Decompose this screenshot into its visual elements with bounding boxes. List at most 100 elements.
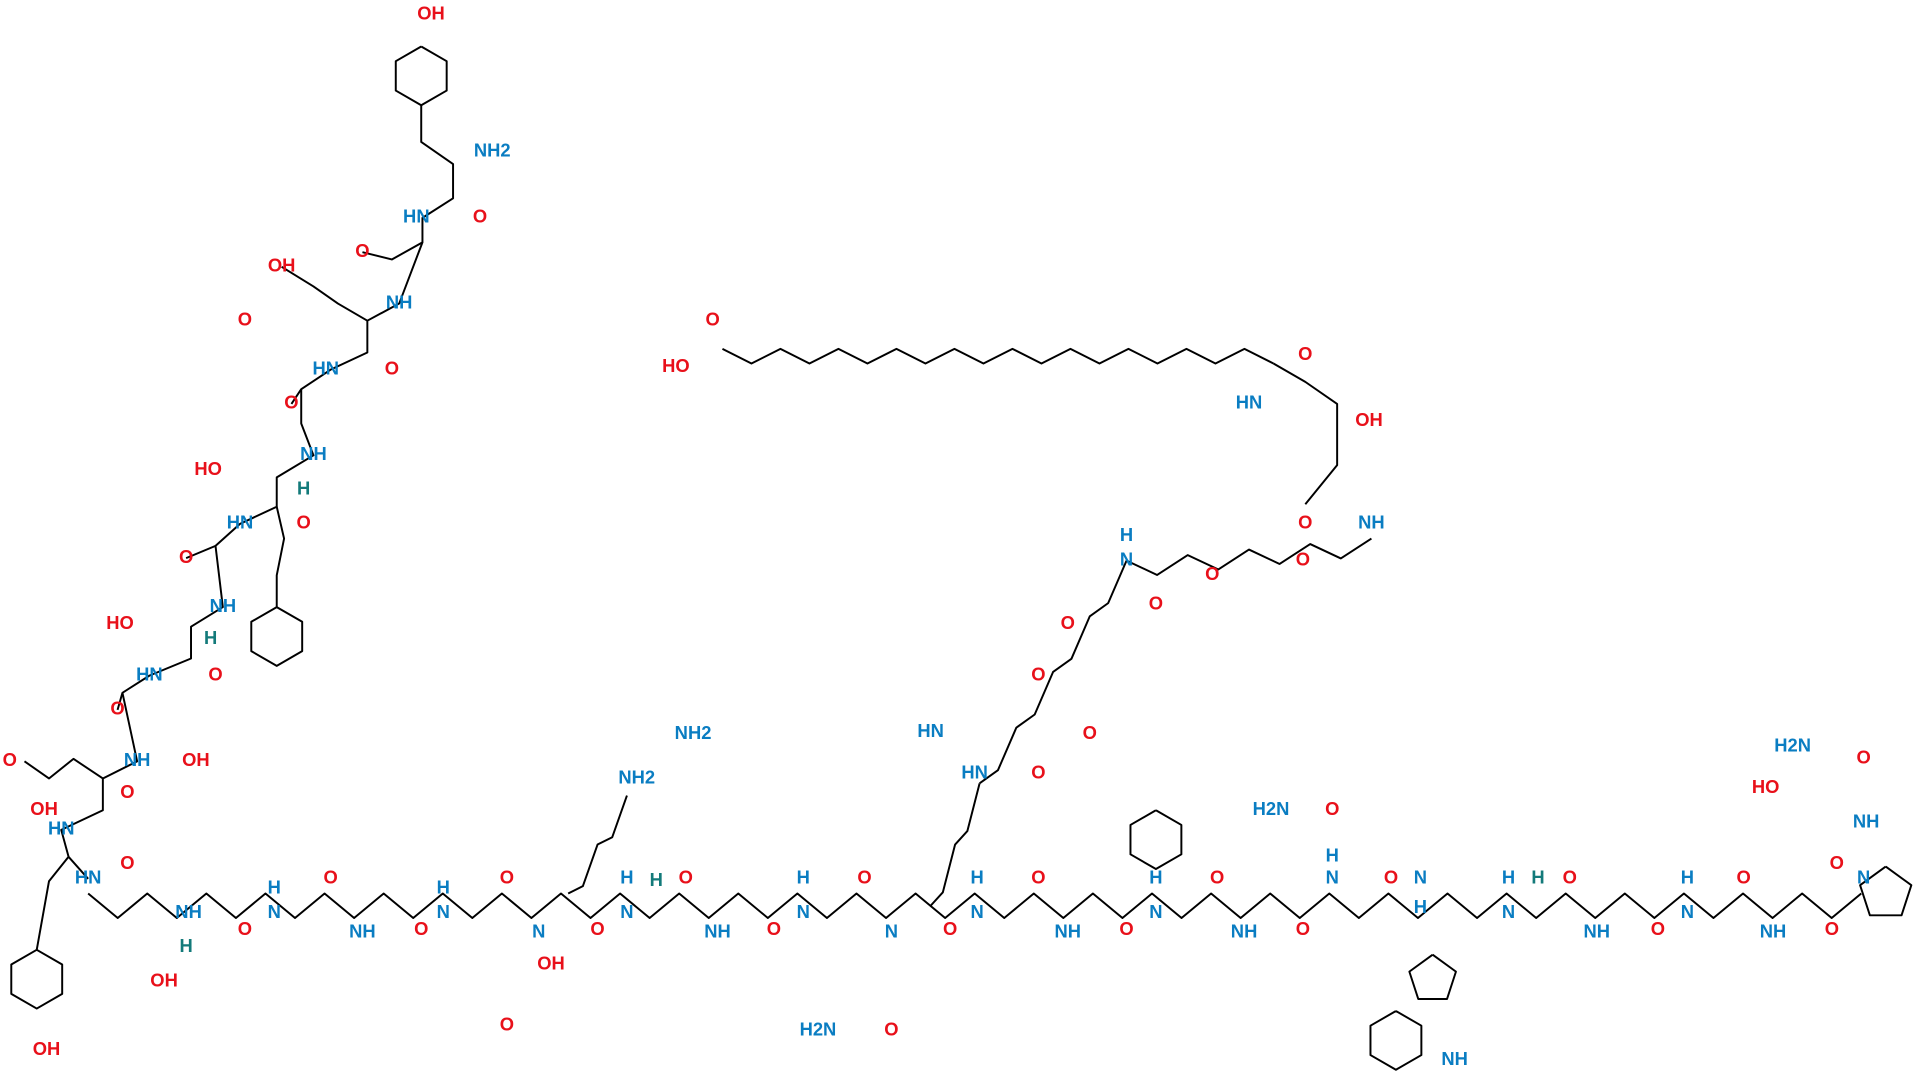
atom-label: N	[1326, 867, 1339, 888]
atom-label: H	[1531, 867, 1544, 888]
atom-label: NH	[210, 595, 237, 616]
atom-label: O	[1857, 747, 1871, 768]
atom-label: O	[1325, 798, 1339, 819]
atom-label: H2N	[1253, 798, 1290, 819]
atom-label: H	[268, 876, 281, 897]
atom-label: H2N	[1774, 734, 1811, 755]
bond-lipid-chain	[722, 347, 1274, 365]
atom-label: O	[473, 206, 487, 227]
atom-label: N	[620, 901, 633, 922]
atom-label: H	[650, 869, 663, 890]
atom-label: H	[179, 935, 192, 956]
atom-label: OH	[417, 3, 445, 24]
atom-label: OH	[33, 1038, 61, 1059]
atom-label: O	[414, 918, 428, 939]
atom-label: HN	[961, 761, 988, 782]
atom-label: NH	[349, 921, 376, 942]
atom-label: HN	[75, 867, 102, 888]
bond-peg-1	[1126, 537, 1372, 576]
atom-label: O	[238, 918, 252, 939]
atom-label: H	[1149, 867, 1162, 888]
atom-label: NH	[1760, 921, 1787, 942]
atom-label: OH	[268, 255, 296, 276]
bond-side-glu	[281, 265, 368, 322]
atom-label: H	[1326, 845, 1339, 866]
atom-label: OH	[182, 749, 210, 770]
bond-chain-upper-2	[290, 242, 424, 405]
atom-label: O	[1119, 918, 1133, 939]
atom-label: O	[1083, 722, 1097, 743]
bond-chain-upper-3	[185, 389, 315, 560]
phenylalanine-ring-lower	[1129, 809, 1183, 871]
atom-label: NH	[300, 443, 327, 464]
atom-label: O	[1298, 343, 1312, 364]
atom-label: HN	[1236, 392, 1263, 413]
atom-label: O	[179, 546, 193, 567]
bond-chain-upper	[362, 105, 455, 261]
atom-label: NH	[386, 291, 413, 312]
atom-label: O	[208, 663, 222, 684]
atom-label: OH	[1355, 409, 1383, 430]
atom-label: O	[1830, 852, 1844, 873]
atom-label: HO	[194, 458, 222, 479]
atom-label: N	[437, 901, 450, 922]
atom-label: O	[297, 512, 311, 533]
atom-label: H	[1120, 524, 1133, 545]
atom-label: O	[1210, 867, 1224, 888]
atom-label: NH	[124, 749, 151, 770]
atom-label: H	[620, 867, 633, 888]
atom-label: O	[385, 357, 399, 378]
atom-label: O	[1031, 761, 1045, 782]
atom-label: H	[797, 867, 810, 888]
atom-label: HO	[662, 355, 690, 376]
atom-label: NH	[704, 921, 731, 942]
atom-label: O	[679, 867, 693, 888]
atom-label: HO	[1752, 776, 1780, 797]
atom-label: H	[437, 876, 450, 897]
atom-label: O	[1296, 548, 1310, 569]
atom-label: O	[590, 918, 604, 939]
atom-label: O	[1563, 867, 1577, 888]
atom-label: N	[1414, 867, 1427, 888]
atom-label: O	[1825, 918, 1839, 939]
atom-label: O	[110, 698, 124, 719]
atom-label: HN	[403, 206, 430, 227]
atom-label: N	[1502, 901, 1515, 922]
atom-label: NH	[1231, 921, 1258, 942]
atom-label: H	[1681, 867, 1694, 888]
bond-lys-side-2	[567, 795, 628, 895]
atom-label: O	[3, 749, 17, 770]
atom-label: NH	[175, 901, 202, 922]
atom-label: O	[500, 867, 514, 888]
bond-side-asp	[23, 757, 104, 780]
atom-label: N	[885, 921, 898, 942]
atom-label: N	[1149, 901, 1162, 922]
phenylalanine-ring-upper	[250, 606, 304, 667]
atom-label: O	[857, 867, 871, 888]
atom-label: N	[532, 921, 545, 942]
atom-label: O	[1298, 512, 1312, 533]
atom-label: OH	[150, 969, 178, 990]
bonds	[10, 45, 1913, 1071]
atom-label: H	[1502, 867, 1515, 888]
atom-label: N	[1857, 867, 1870, 888]
atom-label: O	[500, 1014, 514, 1035]
tyrosine-ring-left	[10, 948, 64, 1010]
atom-label: NH2	[618, 766, 655, 787]
tyrosine-ring-top	[394, 45, 448, 107]
atom-label: NH2	[474, 140, 511, 161]
atom-label: H	[204, 627, 217, 648]
atom-label: O	[1205, 563, 1219, 584]
atom-label: H	[1414, 896, 1427, 917]
atom-label: O	[1031, 663, 1045, 684]
atom-label: NH	[1441, 1048, 1468, 1069]
atom-label: HN	[136, 663, 163, 684]
atom-label: O	[1031, 867, 1045, 888]
indole-benzene-ring	[1369, 1010, 1423, 1071]
atom-label: NH	[1853, 810, 1880, 831]
atom-label: O	[1149, 592, 1163, 613]
atom-label: H	[971, 867, 984, 888]
atom-label: O	[767, 918, 781, 939]
atom-label: OH	[537, 952, 565, 973]
